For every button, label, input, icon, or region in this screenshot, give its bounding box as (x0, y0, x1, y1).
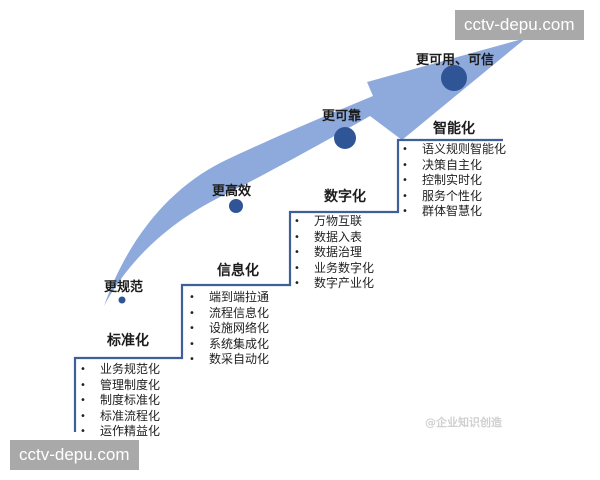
milestone-dot-2 (229, 199, 243, 213)
list-item: 决策自主化 (400, 158, 506, 174)
milestone-dot-3 (334, 127, 356, 149)
list-item: 端到端拉通 (187, 290, 269, 306)
list-item: 标准流程化 (78, 409, 160, 425)
milestone-label-4: 更可用、可信 (416, 53, 495, 68)
list-item: 万物互联 (292, 214, 374, 230)
list-item: 语义规则智能化 (400, 142, 506, 158)
stage-list-digitalization: 万物互联 数据入表 数据治理 业务数字化 数字产业化 (292, 214, 374, 292)
list-item: 制度标准化 (78, 393, 160, 409)
list-item: 数采自动化 (187, 352, 269, 368)
list-item: 群体智慧化 (400, 204, 506, 220)
list-item: 控制实时化 (400, 173, 506, 189)
list-item: 管理制度化 (78, 378, 160, 394)
milestone-dot-1 (118, 296, 126, 304)
watermark-bottom-left: cctv-depu.com (10, 440, 139, 470)
list-item: 业务规范化 (78, 362, 160, 378)
list-item: 服务个性化 (400, 189, 506, 205)
list-item: 数据治理 (292, 245, 374, 261)
stage-title-intelligentization: 智能化 (433, 121, 475, 137)
milestone-label-1: 更规范 (104, 280, 144, 295)
watermark-top-right: cctv-depu.com (455, 10, 584, 40)
milestone-label-2: 更高效 (212, 184, 252, 199)
list-item: 流程信息化 (187, 306, 269, 322)
milestone-label-3: 更可靠 (322, 109, 362, 124)
list-item: 业务数字化 (292, 261, 374, 277)
stage-list-standardization: 业务规范化 管理制度化 制度标准化 标准流程化 运作精益化 (78, 362, 160, 440)
milestone-dot-4 (441, 65, 467, 91)
list-item: 数据入表 (292, 230, 374, 246)
list-item: 设施网络化 (187, 321, 269, 337)
stage-title-informatization: 信息化 (217, 263, 259, 279)
list-item: 系统集成化 (187, 337, 269, 353)
growth-arrow (104, 38, 526, 306)
list-item: 运作精益化 (78, 424, 160, 440)
list-item: 数字产业化 (292, 276, 374, 292)
staircase-line (73, 138, 503, 432)
faint-source-watermark: @企业知识创造 (425, 416, 502, 429)
stage-title-digitalization: 数字化 (324, 189, 366, 205)
stage-list-informatization: 端到端拉通 流程信息化 设施网络化 系统集成化 数采自动化 (187, 290, 269, 368)
stage-title-standardization: 标准化 (107, 333, 149, 349)
stage-list-intelligentization: 语义规则智能化 决策自主化 控制实时化 服务个性化 群体智慧化 (400, 142, 506, 220)
